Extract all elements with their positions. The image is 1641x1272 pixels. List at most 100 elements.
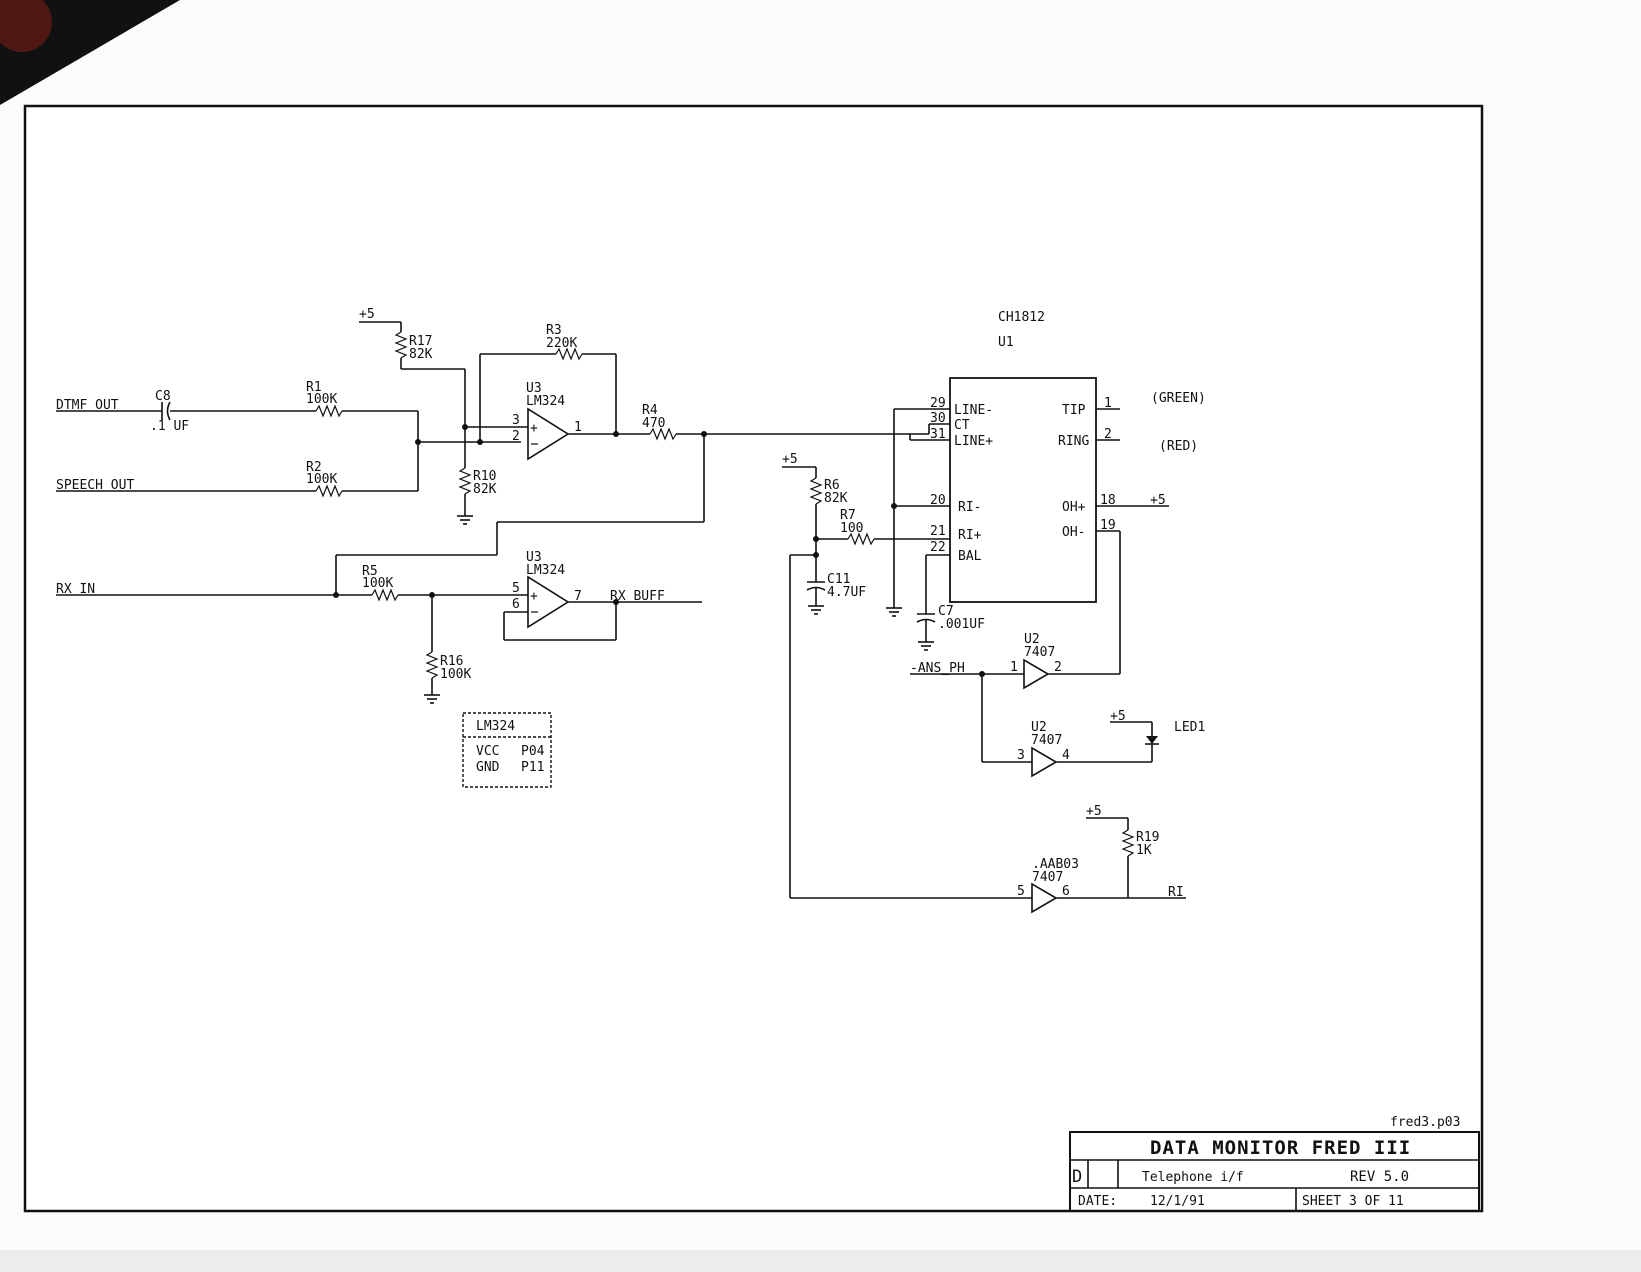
r4-value: 470 bbox=[642, 416, 665, 431]
u1-pin-bal: BAL bbox=[958, 549, 982, 564]
r1-ref: R1 bbox=[306, 380, 322, 395]
title-block bbox=[1069, 1131, 1480, 1212]
resistor-r17 bbox=[394, 331, 408, 359]
ic-u1-ch1812 bbox=[949, 377, 1097, 603]
u1-pin-num-22: 22 bbox=[930, 540, 946, 555]
net-label-rx-in: RX IN bbox=[56, 582, 95, 597]
buffer-u2c bbox=[1031, 882, 1058, 914]
u2c-net-label: .AAB03 bbox=[1032, 857, 1079, 872]
u2c-pin-in: 5 bbox=[1017, 884, 1025, 899]
u1-pin-ri-minus: RI- bbox=[958, 500, 981, 515]
u2c-part: 7407 bbox=[1032, 870, 1063, 885]
power-box-gnd-pin: P11 bbox=[521, 760, 544, 775]
u3a-plus-sign: + bbox=[530, 421, 538, 436]
opamp-u3b bbox=[527, 575, 570, 629]
u2b-pin-in: 3 bbox=[1017, 748, 1025, 763]
power-box-vcc-pin: P04 bbox=[521, 744, 545, 759]
buffer-u2a bbox=[1023, 658, 1050, 690]
u2a-pin-in: 1 bbox=[1010, 660, 1018, 675]
capacitor-c11 bbox=[806, 581, 826, 591]
r5-value: 100K bbox=[362, 576, 393, 591]
r19-value: 1K bbox=[1136, 843, 1152, 858]
r17-supply: +5 bbox=[359, 307, 375, 322]
u1-pin-oh-minus: OH- bbox=[1062, 525, 1085, 540]
u2b-pin-out: 4 bbox=[1062, 748, 1070, 763]
u2a-ref: U2 bbox=[1024, 632, 1040, 647]
c7-value: .001UF bbox=[938, 617, 985, 632]
c11-ref: C11 bbox=[827, 572, 850, 587]
u3b-part: LM324 bbox=[526, 563, 565, 578]
revision: REV 5.0 bbox=[1350, 1169, 1409, 1185]
r6-value: 82K bbox=[824, 491, 848, 506]
resistor-r6 bbox=[809, 477, 823, 505]
date-label: DATE: bbox=[1078, 1194, 1117, 1209]
opamp-u3a bbox=[527, 407, 570, 461]
led1-ref: LED1 bbox=[1174, 720, 1205, 735]
tip-color-label: (GREEN) bbox=[1151, 391, 1206, 406]
r10-ref: R10 bbox=[473, 469, 496, 484]
resistor-r7 bbox=[847, 532, 875, 546]
u1-pin-num-20: 20 bbox=[930, 493, 946, 508]
u3b-pin-out: 7 bbox=[574, 589, 582, 604]
u3b-ref: U3 bbox=[526, 550, 542, 565]
resistor-r3 bbox=[555, 347, 583, 361]
power-box-part: LM324 bbox=[476, 719, 515, 734]
capacitor-c7 bbox=[916, 613, 936, 623]
resistor-r19 bbox=[1121, 829, 1135, 857]
r7-value: 100 bbox=[840, 521, 863, 536]
u3a-ref: U3 bbox=[526, 381, 542, 396]
oh-plus-supply: +5 bbox=[1150, 493, 1166, 508]
u2b-part: 7407 bbox=[1031, 733, 1062, 748]
u1-pin-oh-plus: OH+ bbox=[1062, 500, 1086, 515]
u1-pin-ct: CT bbox=[954, 418, 970, 433]
r17-value: 82K bbox=[409, 347, 433, 362]
u3b-pin-minus: 6 bbox=[512, 597, 520, 612]
u1-pin-num-2: 2 bbox=[1104, 427, 1112, 442]
u3a-pin-plus: 3 bbox=[512, 413, 520, 428]
net-label-dtmf-out: DTMF OUT bbox=[56, 398, 119, 413]
sheet-number: SHEET 3 OF 11 bbox=[1302, 1194, 1404, 1209]
c8-value: .1 UF bbox=[150, 419, 189, 434]
r10-value: 82K bbox=[473, 482, 497, 497]
u3a-pin-minus: 2 bbox=[512, 429, 520, 444]
u1-pin-num-30: 30 bbox=[930, 411, 946, 426]
resistor-r4 bbox=[649, 427, 677, 441]
buffer-u2b bbox=[1031, 746, 1058, 778]
u1-pin-tip: TIP bbox=[1062, 403, 1086, 418]
u1-pin-line-minus: LINE- bbox=[954, 403, 993, 418]
sheet-description: Telephone i/f bbox=[1142, 1170, 1244, 1185]
r19-supply: +5 bbox=[1086, 804, 1102, 819]
u1-pin-num-31: 31 bbox=[930, 427, 946, 442]
r19-ref: R19 bbox=[1136, 830, 1159, 845]
resistor-r5 bbox=[371, 588, 399, 602]
u2b-ref: U2 bbox=[1031, 720, 1047, 735]
r4-ref: R4 bbox=[642, 403, 658, 418]
resistor-r16 bbox=[425, 651, 439, 679]
r2-ref: R2 bbox=[306, 460, 322, 475]
u1-pin-num-1: 1 bbox=[1104, 396, 1112, 411]
r3-ref: R3 bbox=[546, 323, 562, 338]
resistor-r1 bbox=[315, 404, 343, 418]
scan-corner-mark bbox=[0, 0, 52, 52]
date-value: 12/1/91 bbox=[1150, 1194, 1205, 1209]
resistor-r10 bbox=[458, 467, 472, 495]
u3b-pin-plus: 5 bbox=[512, 581, 520, 596]
u1-part: CH1812 bbox=[998, 310, 1045, 325]
drawing-size: D bbox=[1072, 1167, 1082, 1187]
ring-color-label: (RED) bbox=[1159, 439, 1198, 454]
net-label-ri: RI bbox=[1168, 885, 1184, 900]
c7-ref: C7 bbox=[938, 604, 954, 619]
u2a-pin-out: 2 bbox=[1054, 660, 1062, 675]
project-title: DATA MONITOR FRED III bbox=[1150, 1137, 1411, 1159]
u3b-plus-sign: + bbox=[530, 589, 538, 604]
r3-value: 220K bbox=[546, 336, 577, 351]
u1-pin-num-19: 19 bbox=[1100, 518, 1116, 533]
u1-pin-num-29: 29 bbox=[930, 396, 946, 411]
net-label-ans-ph: -ANS_PH bbox=[910, 661, 965, 676]
power-box-vcc: VCC bbox=[476, 744, 499, 759]
filename-label: fred3.p03 bbox=[1390, 1115, 1460, 1130]
u1-pin-num-21: 21 bbox=[930, 524, 946, 539]
r1-value: 100K bbox=[306, 392, 337, 407]
r2-value: 100K bbox=[306, 472, 337, 487]
